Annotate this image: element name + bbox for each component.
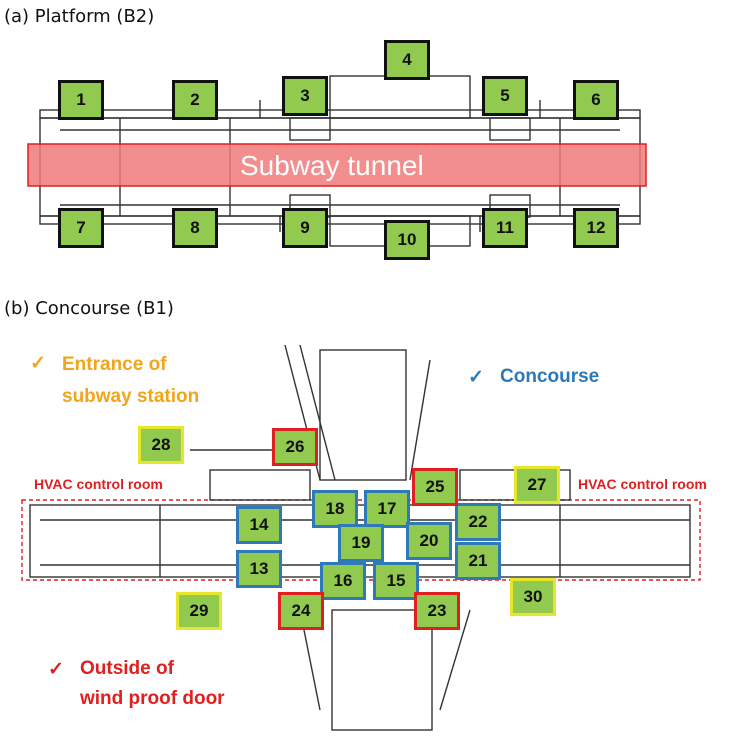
legend-entrance-check: ✓ bbox=[30, 353, 46, 374]
platform-zone-2: 2 bbox=[172, 80, 218, 120]
platform-title: (a) Platform (B2) bbox=[4, 6, 155, 27]
legend-entrance-line2: subway station bbox=[62, 386, 200, 407]
legend-outside-check: ✓ bbox=[48, 659, 64, 680]
concourse-zone-19: 19 bbox=[338, 524, 384, 562]
outside-zone-23: 23 bbox=[414, 592, 460, 630]
platform-zone-5: 5 bbox=[482, 76, 528, 116]
legend-outside-line2: wind proof door bbox=[80, 688, 225, 709]
concourse-zone-20: 20 bbox=[406, 522, 452, 560]
concourse-zone-21: 21 bbox=[455, 542, 501, 580]
concourse-zone-13: 13 bbox=[236, 550, 282, 588]
legend-outside-line1: Outside of bbox=[80, 658, 174, 679]
entrance-zone-29: 29 bbox=[176, 592, 222, 630]
hvac-zone-outline bbox=[21, 499, 701, 581]
platform-zone-3: 3 bbox=[282, 76, 328, 116]
platform-zone-8: 8 bbox=[172, 208, 218, 248]
platform-zone-4: 4 bbox=[384, 40, 430, 80]
legend-concourse: Concourse bbox=[500, 366, 600, 387]
legend-concourse-check: ✓ bbox=[468, 367, 484, 388]
concourse-zone-14: 14 bbox=[236, 506, 282, 544]
platform-zone-7: 7 bbox=[58, 208, 104, 248]
entrance-zone-30: 30 bbox=[510, 578, 556, 616]
subway-tunnel-band bbox=[27, 143, 647, 187]
legend-entrance-line1: Entrance of bbox=[62, 354, 167, 375]
concourse-zone-16: 16 bbox=[320, 562, 366, 600]
subway-tunnel-label: Subway tunnel bbox=[240, 150, 424, 181]
concourse-title: (b) Concourse (B1) bbox=[4, 298, 174, 319]
platform-zone-11: 11 bbox=[482, 208, 528, 248]
concourse-zone-15: 15 bbox=[373, 562, 419, 600]
concourse-zone-17: 17 bbox=[364, 490, 410, 528]
entrance-zone-27: 27 bbox=[514, 466, 560, 504]
concourse-zone-22: 22 bbox=[455, 503, 501, 541]
platform-zone-1: 1 bbox=[58, 80, 104, 120]
concourse-zone-18: 18 bbox=[312, 490, 358, 528]
hvac-control-room-right: HVAC control room bbox=[578, 476, 707, 492]
entrance-zone-28: 28 bbox=[138, 426, 184, 464]
outside-zone-24: 24 bbox=[278, 592, 324, 630]
platform-zone-10: 10 bbox=[384, 220, 430, 260]
platform-zone-12: 12 bbox=[573, 208, 619, 248]
platform-zone-9: 9 bbox=[282, 208, 328, 248]
outside-zone-25: 25 bbox=[412, 468, 458, 506]
outside-zone-26: 26 bbox=[272, 428, 318, 466]
platform-zone-6: 6 bbox=[573, 80, 619, 120]
hvac-control-room-left: HVAC control room bbox=[34, 476, 163, 492]
